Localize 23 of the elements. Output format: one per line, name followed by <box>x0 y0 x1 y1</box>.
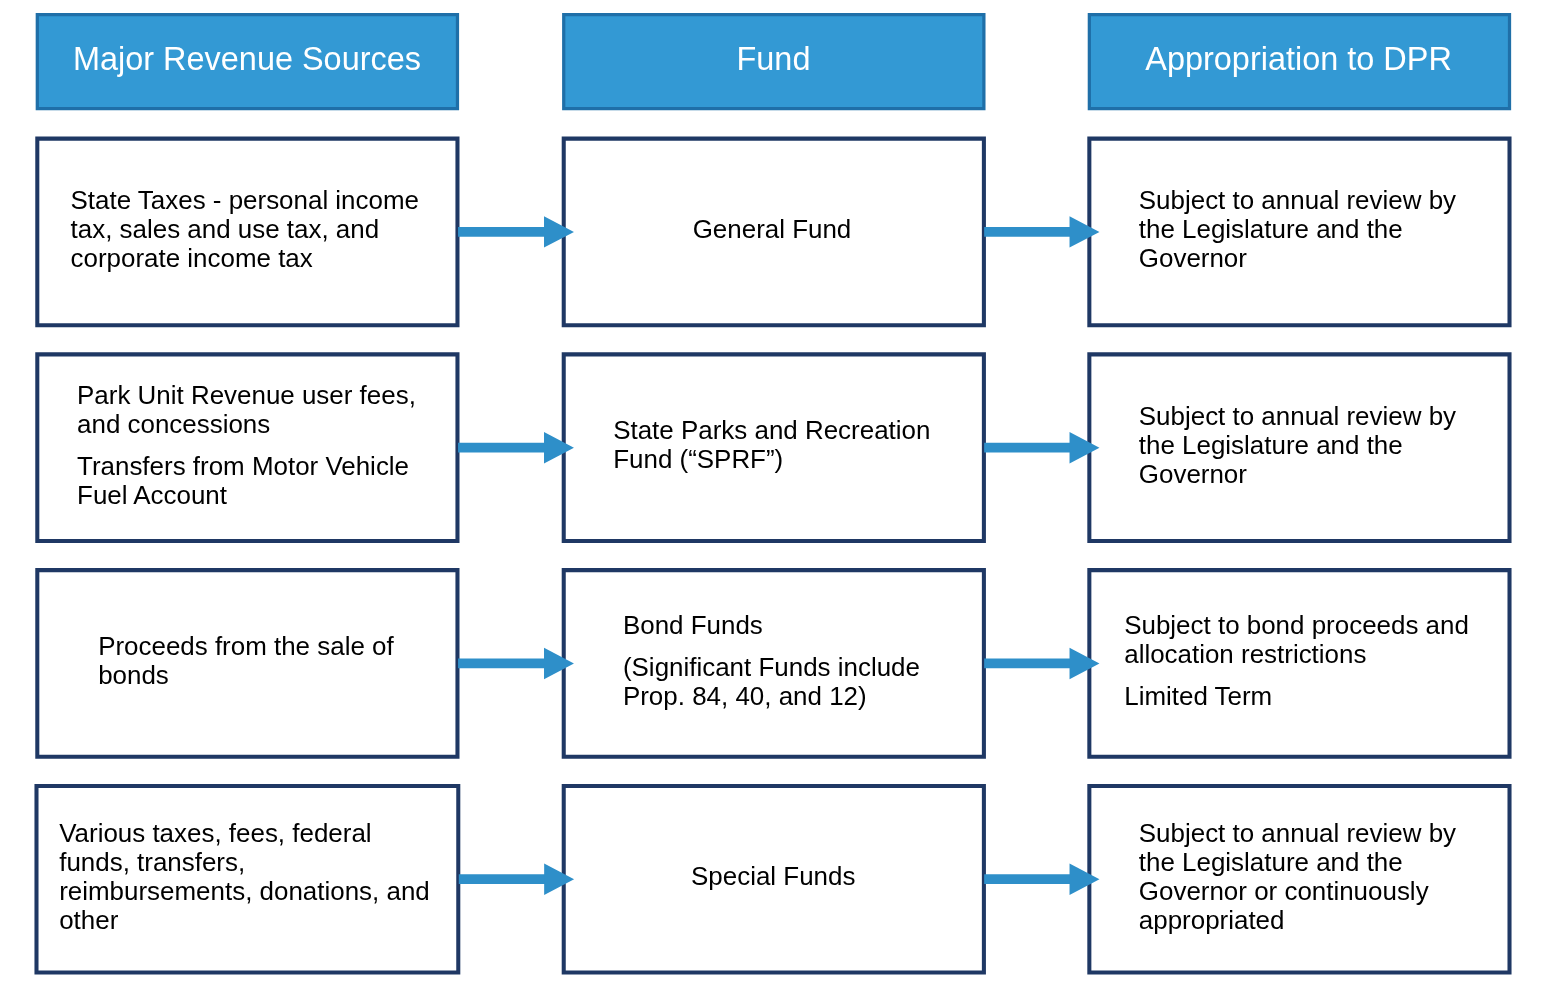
node-box: Appropriation to DPR <box>1087 12 1512 111</box>
arrow <box>458 216 574 248</box>
arrow <box>458 431 574 464</box>
arrow <box>458 863 575 895</box>
arrow <box>984 431 1100 464</box>
node-box: Subject to annual review by the Legislature and the Governor <box>1087 136 1512 328</box>
arrow <box>984 863 1100 895</box>
node-box: Subject to annual review by the Legislature and the Governor <box>1087 352 1512 543</box>
node-box: Various taxes, fees, federal funds, transfers, reimbursements, donations, and other <box>34 783 461 975</box>
node-box: Bond Funds (Significant Funds include Prop. 84, 40, and 12) <box>561 568 986 759</box>
node-box: Fund <box>562 12 986 111</box>
node-box: Special Funds <box>561 783 986 975</box>
node-box: State Taxes - personal income tax, sales and use tax, and corporate income tax <box>35 136 460 328</box>
arrow <box>458 647 574 680</box>
node-box: State Parks and Recreation Fund (“SPRF”) <box>561 352 986 543</box>
node-box: Major Revenue Sources <box>35 12 460 111</box>
arrow <box>984 647 1100 680</box>
node-box: Park Unit Revenue user fees, and concessions Transfers from Motor Vehicle Fuel Account <box>35 352 460 543</box>
arrow <box>984 216 1100 248</box>
node-box: General Fund <box>561 136 986 328</box>
node-box: Subject to bond proceeds and allocation restrictions Limited Term <box>1087 568 1512 759</box>
node-box: Proceeds from the sale of bonds <box>35 568 460 759</box>
node-box: Subject to annual review by the Legislature and the Governor or continuously appropriated <box>1087 783 1512 975</box>
